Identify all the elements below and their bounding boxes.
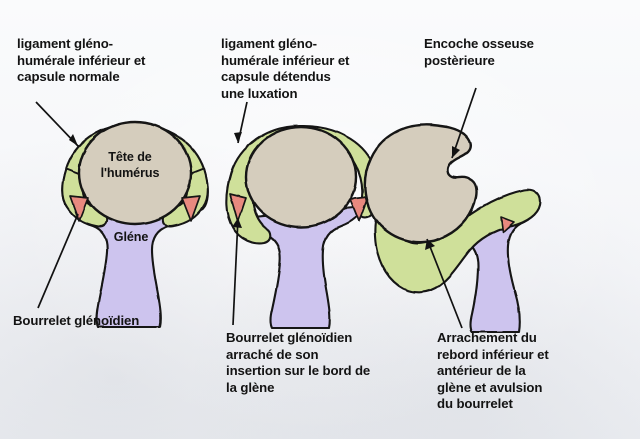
leader-bourrelet-arrache [232,217,242,326]
labrum-avulsed-encoche [500,216,515,233]
labrum-right-luxation [349,196,369,222]
labrum-detached-luxation [229,193,247,223]
label-tete-humerus: Tête de l'humérus [100,150,160,180]
leader-encoche [451,87,477,159]
panel-encoche-figure [363,123,542,334]
panel-luxation-figure [225,124,379,330]
labrum-left-normal [69,195,89,222]
humeral-head-encoche [363,123,478,244]
glenoid-body-luxation [242,204,366,330]
leader-bourrelet-normal [37,213,79,309]
label-ligament-normal: ligament gléno- humérale inférieur et ca… [17,36,146,85]
leader-ligament-normal [35,101,79,147]
label-ligament-luxation: ligament gléno- humérale inférieur et ca… [221,36,350,101]
panel-normal-figure [61,120,209,329]
glenoid-body-normal [65,203,194,329]
humeral-head-luxation [244,125,358,229]
humeral-head-normal [77,120,193,226]
label-encoche-osseuse: Encoche osseuse postèrieure [424,36,534,68]
leader-ligament-luxation [234,101,248,144]
label-bourrelet-glenoidien: Bourrelet glénoïdien [13,313,140,328]
leader-arrachement [425,238,463,329]
labrum-right-normal [181,195,201,222]
label-glene: Gléne [113,230,149,244]
label-bourrelet-arrache: Bourrelet glénoïdien arraché de son inse… [226,330,371,395]
label-arrachement-rebord: Arrachement du rebord inférieur et antér… [437,330,549,412]
